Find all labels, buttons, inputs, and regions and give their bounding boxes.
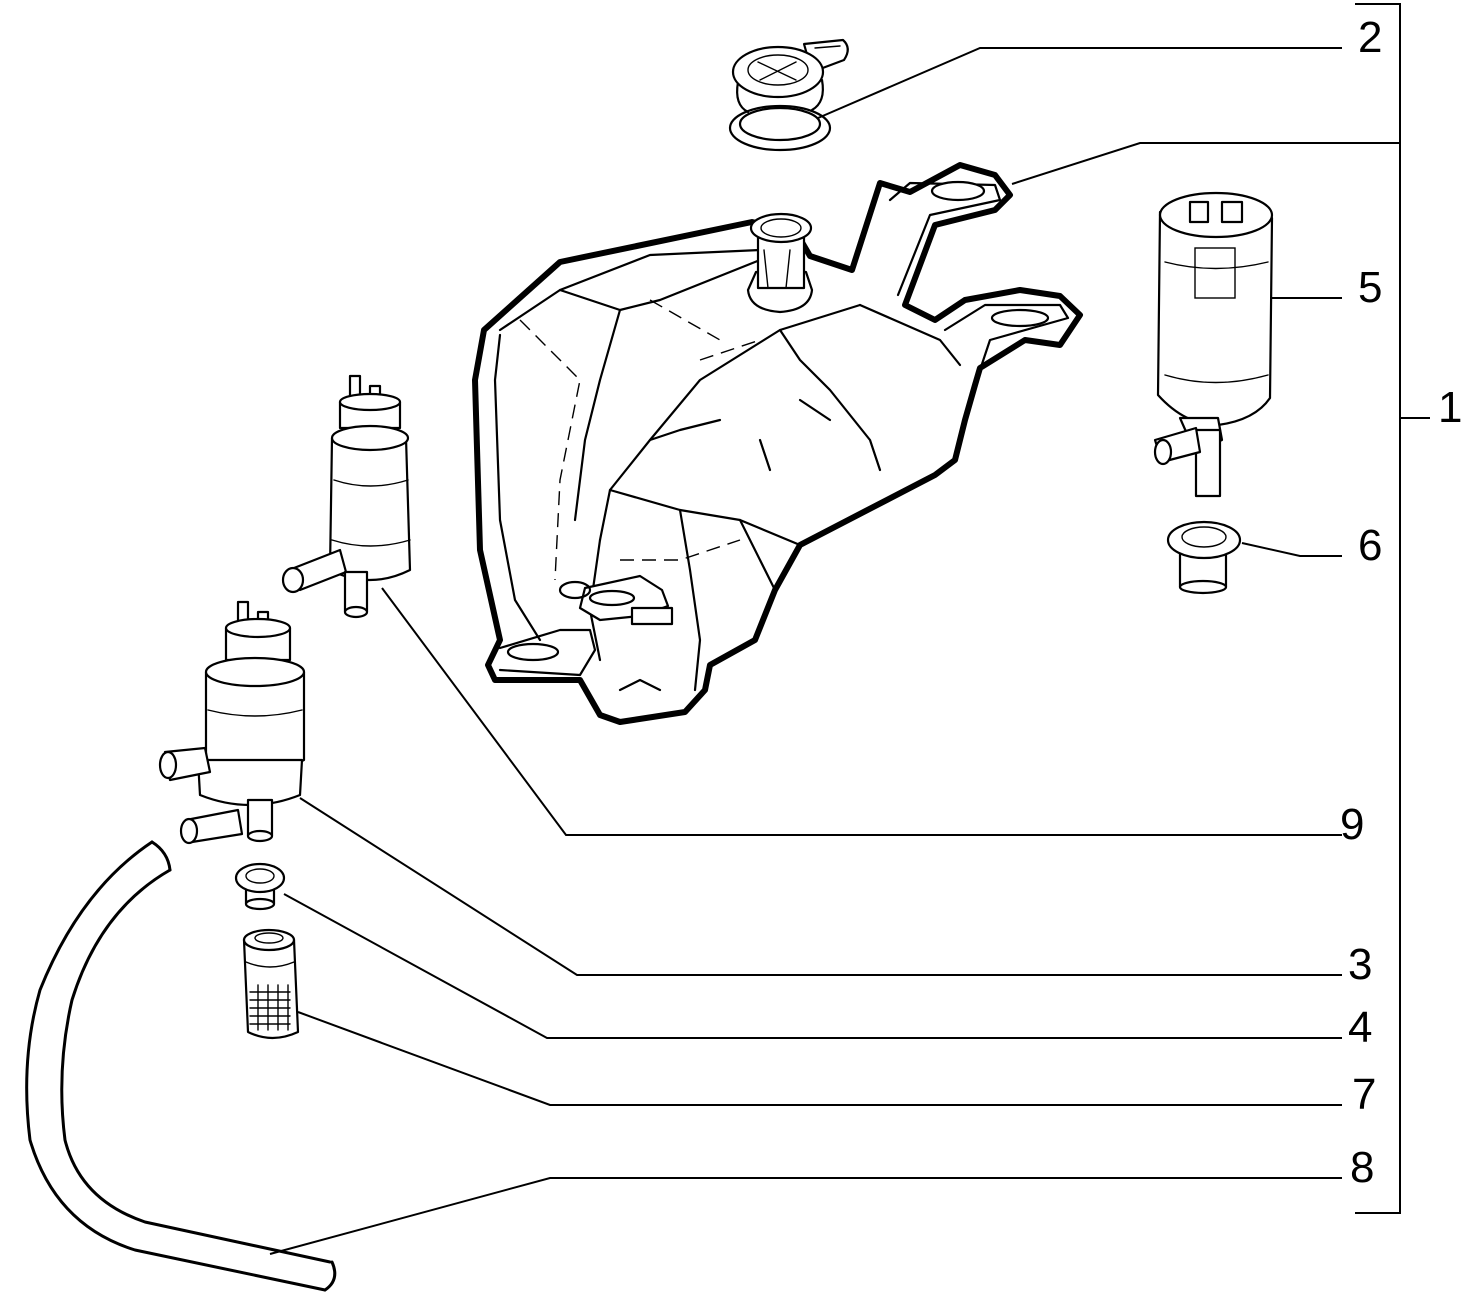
leader-3 xyxy=(299,797,1342,976)
leader-4 xyxy=(283,893,1342,1039)
callout-8: 8 xyxy=(1350,1143,1374,1192)
callout-6: 6 xyxy=(1358,521,1382,570)
part-filter xyxy=(242,928,300,1040)
callout-5: 5 xyxy=(1358,263,1382,312)
leader-tank xyxy=(1011,142,1400,185)
callout-4: 4 xyxy=(1348,1003,1372,1052)
part-filler-cap xyxy=(728,38,849,152)
part-reservoir-tank xyxy=(472,162,1083,725)
part-grommet-right xyxy=(1166,520,1242,595)
callout-1: 1 xyxy=(1438,383,1462,432)
leader-6 xyxy=(1241,542,1342,557)
leader-7 xyxy=(297,1011,1342,1106)
callout-3: 3 xyxy=(1348,940,1372,989)
leader-2 xyxy=(817,47,1342,119)
part-hose xyxy=(25,840,337,1292)
part-washer-pump-lower-left xyxy=(158,600,306,845)
callout-labels: 2 5 1 6 9 3 4 7 8 xyxy=(1340,13,1462,1192)
leader-9 xyxy=(381,587,1342,836)
callout-9: 9 xyxy=(1340,800,1364,849)
part-washer-pump-right xyxy=(1153,191,1274,498)
leader-lines xyxy=(269,3,1430,1255)
part-grommet-left xyxy=(234,862,286,911)
callout-2: 2 xyxy=(1358,13,1382,62)
part-washer-pump-upper-left xyxy=(281,374,412,619)
assembly-bracket xyxy=(1355,3,1401,1214)
leader-8 xyxy=(269,1177,1342,1255)
callout-7: 7 xyxy=(1352,1070,1376,1119)
